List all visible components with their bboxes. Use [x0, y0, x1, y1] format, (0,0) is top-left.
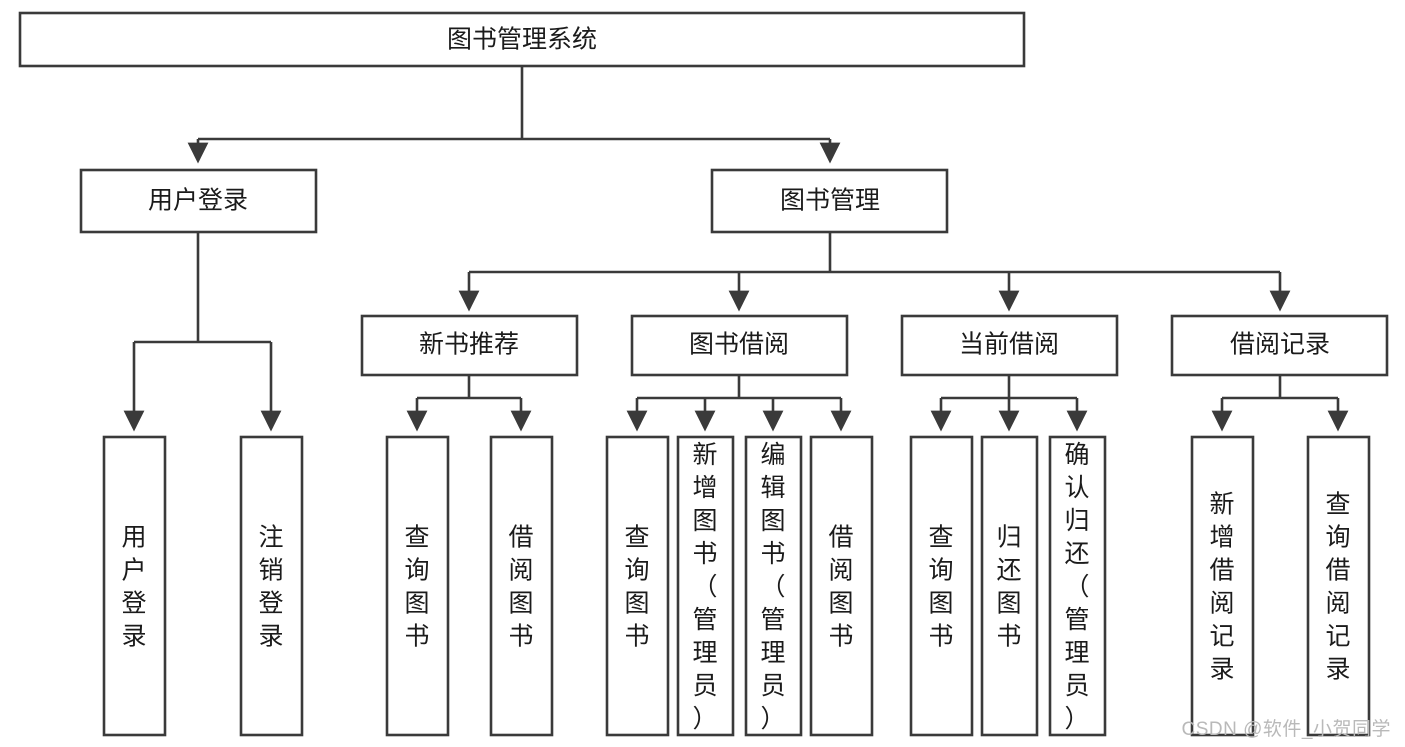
node-root-label: 图书管理系统	[447, 26, 597, 54]
node-book-management-label: 图书管理	[780, 187, 880, 215]
leaf-label: 查询借阅记录	[1325, 491, 1350, 684]
leaf-node[interactable]: 编辑图书（管理员）	[744, 435, 803, 737]
leaf-node[interactable]: 新增图书（管理员）	[676, 435, 735, 737]
node-book-management-box	[710, 168, 949, 234]
leaf-node[interactable]: 查询图书	[385, 435, 450, 737]
node-book-borrow-box	[630, 314, 849, 377]
node-borrow-record-box	[1170, 314, 1389, 377]
leaf-box	[385, 435, 450, 737]
leaf-node[interactable]: 查询借阅记录	[1306, 435, 1371, 737]
leaf-node[interactable]: 查询图书	[909, 435, 974, 737]
leaf-box	[239, 435, 304, 737]
leaf-label: 用户登录	[121, 524, 146, 651]
node-new-book-recommend-box	[360, 314, 579, 377]
edge-group-book-borrow-to-leaves	[626, 376, 852, 432]
leaf-node[interactable]: 归还图书	[980, 435, 1039, 737]
leaf-box	[1306, 435, 1371, 737]
node-book-management[interactable]: 图书管理	[710, 168, 949, 234]
leaf-box	[809, 435, 874, 737]
node-new-book-recommend[interactable]: 新书推荐	[360, 314, 579, 377]
node-current-borrow[interactable]: 当前借阅	[900, 314, 1119, 377]
leaf-box	[980, 435, 1039, 737]
leaf-box	[909, 435, 974, 737]
leaf-label: 注销登录	[258, 524, 283, 651]
leaf-label: 编辑图书（管理员）	[760, 441, 785, 733]
leaf-label: 查询图书	[928, 524, 953, 651]
leaf-label: 确认归还（管理员）	[1064, 441, 1089, 733]
edge-group-user-login-to-leaves	[123, 233, 282, 432]
leaf-node[interactable]: 用户登录	[102, 435, 167, 737]
leaf-node[interactable]: 注销登录	[239, 435, 304, 737]
leaf-box	[489, 435, 554, 737]
leaf-label: 查询图书	[624, 524, 649, 651]
leaf-node[interactable]: 确认归还（管理员）	[1048, 435, 1107, 737]
leaf-label: 查询图书	[404, 524, 429, 651]
edge-group-root-to-level2	[187, 66, 841, 164]
edge-group-current-borrow-to-leaves	[930, 376, 1088, 432]
node-root-box	[18, 11, 1026, 68]
node-book-borrow[interactable]: 图书借阅	[630, 314, 849, 377]
node-current-borrow-box	[900, 314, 1119, 377]
leaf-label: 借阅图书	[828, 524, 853, 651]
edge-group-new-book-to-leaves	[406, 376, 532, 432]
leaf-node[interactable]: 查询图书	[605, 435, 670, 737]
node-borrow-record-label: 借阅记录	[1230, 331, 1330, 359]
node-new-book-recommend-label: 新书推荐	[419, 331, 519, 359]
leaf-node[interactable]: 新增借阅记录	[1190, 435, 1255, 737]
leaf-label: 归还图书	[996, 524, 1021, 651]
node-root-book-management-system[interactable]: 图书管理系统	[18, 11, 1026, 68]
leaf-box	[1048, 435, 1107, 737]
leaf-box	[102, 435, 167, 737]
edge-group-borrow-record-to-leaves	[1211, 376, 1349, 432]
leaf-box	[676, 435, 735, 737]
leaf-label: 新增图书（管理员）	[692, 441, 717, 733]
leaf-box	[605, 435, 670, 737]
edge-group-book-manage-to-level3	[458, 233, 1291, 312]
node-user-login-box	[79, 168, 318, 234]
node-current-borrow-label: 当前借阅	[959, 331, 1059, 359]
node-book-borrow-label: 图书借阅	[689, 331, 789, 359]
node-user-login-label: 用户登录	[148, 187, 248, 215]
node-borrow-record[interactable]: 借阅记录	[1170, 314, 1389, 377]
leaf-label: 借阅图书	[508, 524, 533, 651]
leaf-box	[1190, 435, 1255, 737]
leaf-label: 新增借阅记录	[1209, 491, 1234, 684]
node-user-login[interactable]: 用户登录	[79, 168, 318, 234]
leaf-node[interactable]: 借阅图书	[809, 435, 874, 737]
leaf-node[interactable]: 借阅图书	[489, 435, 554, 737]
leaf-box	[744, 435, 803, 737]
